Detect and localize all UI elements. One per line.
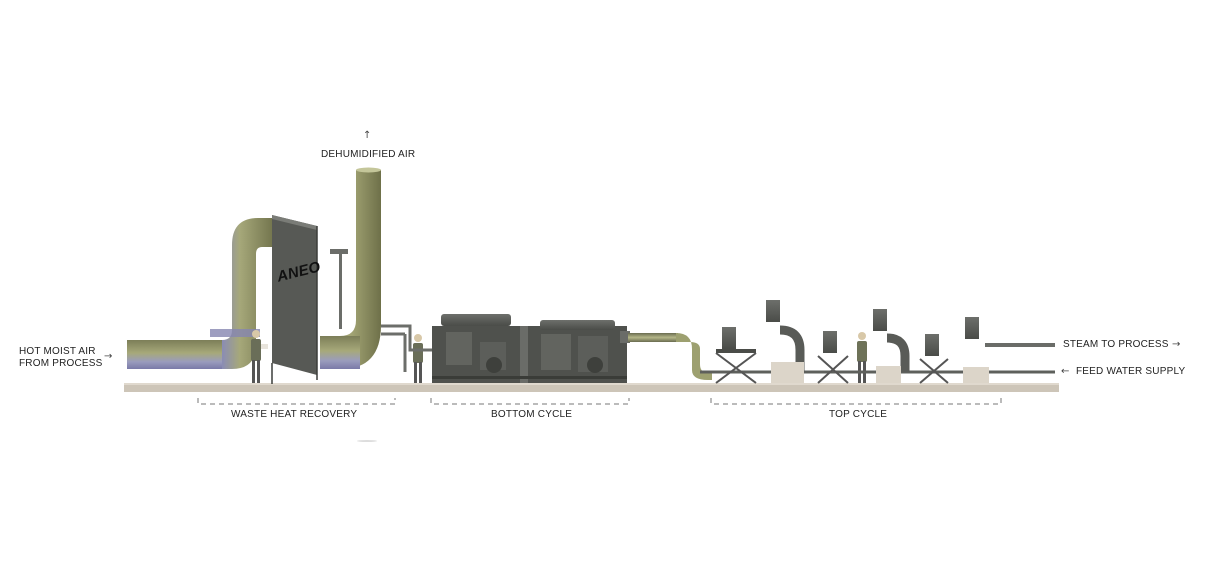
connecting-pipes [381,324,432,372]
section-label-bottom-cycle: BOTTOM CYCLE [491,409,573,420]
worker-figure-1 [251,330,268,383]
worker-figure-3 [857,332,867,383]
outlet-duct-stack [320,167,381,369]
bracket-waste-heat-recovery [197,398,396,405]
bracket-top-cycle [710,398,1002,405]
right-arrow-icon: → [104,351,113,362]
up-arrow-icon: ↑ [363,130,372,141]
heat-exchanger-panel [271,215,318,384]
feed-water-supply-label: FEED WATER SUPPLY [1076,366,1186,377]
steam-arrow-icon: → [1172,339,1181,350]
worker-figure-2 [413,334,423,383]
inlet-label-line2: FROM PROCESS [19,358,103,369]
top-cycle-equipment [700,300,1055,384]
yellow-transfer-pipe [628,333,712,380]
inlet-label-line1: HOT MOIST AIR [19,346,96,357]
dehumidified-air-label: DEHUMIDIFIED AIR [321,149,416,160]
bottom-cycle-equipment [432,314,630,383]
section-label-top-cycle: TOP CYCLE [829,409,888,420]
section-label-waste-heat-recovery: WASTE HEAT RECOVERY [231,409,358,420]
bracket-bottom-cycle [430,398,630,405]
ground-slab [124,383,1059,392]
feed-water-arrow-icon: ← [1061,366,1070,377]
inlet-duct [127,218,272,369]
steam-to-process-label: STEAM TO PROCESS [1063,339,1169,350]
